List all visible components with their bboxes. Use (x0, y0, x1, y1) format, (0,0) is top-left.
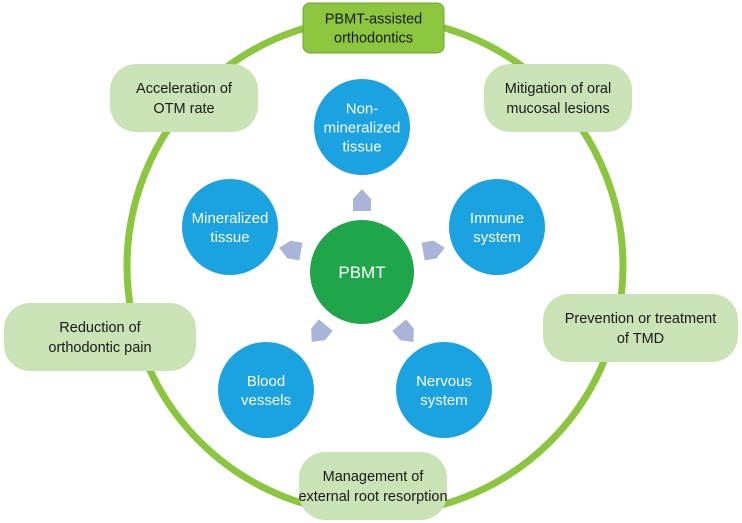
pill-label: Management of external root resorption (298, 469, 447, 505)
node-label-line: system (473, 229, 521, 246)
pill-reduction-pain: Reduction of orthodontic pain (4, 303, 196, 371)
node-label-line: Blood (247, 373, 285, 390)
pill-label: Prevention or treatment of TMD (565, 311, 717, 347)
arrow-4 (311, 319, 333, 342)
node-circle (218, 342, 314, 438)
center-circle (310, 220, 414, 324)
pill-label-line: mucosal lesions (506, 101, 609, 117)
node-label-line: system (420, 392, 468, 409)
pill-label-line: OTM rate (153, 101, 214, 117)
node-circle (182, 179, 278, 275)
pill-background (543, 294, 738, 362)
node-label: Mineralized tissue (192, 210, 269, 246)
node-label-line: vessels (241, 392, 291, 409)
node-label: Blood vessels (241, 373, 291, 409)
node-immune-system: Immune system (449, 179, 545, 275)
arrow-2 (421, 240, 445, 261)
node-label-line: mineralized (324, 119, 401, 136)
title-label-line: PBMT-assisted (325, 12, 423, 28)
pill-label-line: Prevention or treatment (565, 311, 717, 327)
title-label: PBMT-assisted orthodontics (325, 12, 423, 47)
node-circle (449, 179, 545, 275)
pill-label-line: Management of (323, 469, 425, 485)
node-label-line: Nervous (416, 373, 472, 390)
node-blood-vessels: Blood vessels (218, 342, 314, 438)
pill-label: Mitigation of oral mucosal lesions (505, 81, 611, 117)
center-group: PBMT (310, 220, 414, 324)
title-box (302, 2, 445, 54)
pill-label-line: Reduction of (59, 320, 141, 336)
node-label: Nervous system (416, 373, 472, 409)
arrow-1 (353, 189, 371, 211)
node-label-line: tissue (210, 229, 249, 246)
pill-label-line: Mitigation of oral (505, 81, 611, 97)
pill-management-root-resorption: Management of external root resorption (298, 452, 448, 520)
pill-label-line: external root resorption (298, 489, 447, 505)
pill-background (110, 64, 258, 132)
pill-label: Reduction of orthodontic pain (48, 320, 151, 356)
pill-label-line: orthodontic pain (48, 340, 151, 356)
center-label: PBMT (338, 263, 385, 282)
pill-prevention-tmd: Prevention or treatment of TMD (543, 294, 738, 362)
node-label: Immune system (470, 210, 524, 246)
pill-background (299, 452, 447, 520)
node-circle (314, 79, 410, 175)
pill-label-line: Acceleration of (136, 81, 233, 97)
node-label-line: Non- (346, 100, 379, 117)
node-label: Non-mineralized tissue (324, 100, 401, 155)
pill-acceleration-otm: Acceleration of OTM rate (110, 64, 258, 132)
pill-label-line: of TMD (617, 331, 664, 347)
arrows-group (279, 189, 445, 342)
title-label-line: orthodontics (334, 31, 413, 47)
node-label-line: Immune (470, 210, 524, 227)
arrow-3 (392, 319, 414, 342)
pill-background (4, 303, 196, 371)
outer-pills-group: Acceleration of OTM rate Mitigation of ora… (4, 64, 738, 520)
node-label-line: Mineralized (192, 210, 269, 227)
pill-label: Acceleration of OTM rate (136, 81, 233, 117)
node-label-line: tissue (342, 138, 381, 155)
title-group: PBMT-assisted orthodontics (302, 2, 445, 54)
arrow-5 (279, 240, 303, 261)
pill-mitigation-oral-lesions: Mitigation of oral mucosal lesions (484, 64, 632, 132)
node-circle (396, 342, 492, 438)
node-nervous-system: Nervous system (396, 342, 492, 438)
pill-background (484, 64, 632, 132)
node-mineralized-tissue: Mineralized tissue (182, 179, 278, 275)
node-non-mineralized-tissue: Non-mineralized tissue (314, 79, 410, 175)
